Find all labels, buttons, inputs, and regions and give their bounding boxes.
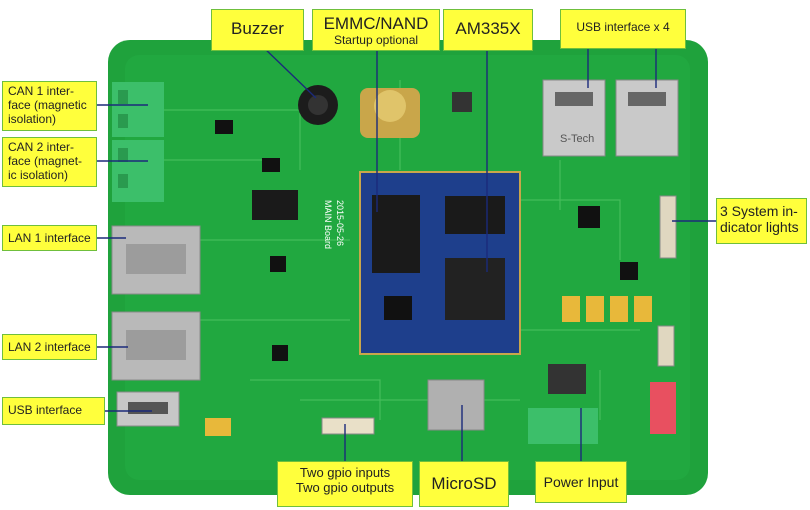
reset-button <box>452 92 472 112</box>
ic-right-1 <box>578 206 600 228</box>
usb-quad-opening-1 <box>555 92 593 106</box>
cap-3 <box>610 296 628 322</box>
microsd-slot <box>427 379 485 431</box>
ic-left-1 <box>215 120 233 134</box>
cap-1 <box>562 296 580 322</box>
am335x-label: AM335X <box>443 9 533 51</box>
microsd-label: MicroSD <box>419 461 509 507</box>
gpio-label: Two gpio inputs Two gpio outputs <box>277 461 413 507</box>
usb-label: USB interface <box>2 397 105 425</box>
emmc-title: EMMC/NAND <box>323 14 429 33</box>
usb-brand-text: S-Tech <box>560 133 594 145</box>
emmc-subtitle: Startup optional <box>333 32 419 47</box>
lan2-label: LAN 2 interface <box>2 334 97 360</box>
side-connector <box>657 325 675 367</box>
lan1-label: LAN 1 interface <box>2 225 97 251</box>
battery-coin <box>374 90 406 122</box>
cap-4 <box>634 296 652 322</box>
relay-chip <box>252 190 298 220</box>
cap-5 <box>205 418 231 436</box>
ram-chip <box>445 196 505 234</box>
can2-label: CAN 2 inter- face (magnet- ic isolation) <box>2 137 97 187</box>
emmc-chip <box>372 195 420 273</box>
can1-label: CAN 1 inter- face (magnetic isolation) <box>2 81 97 131</box>
system-indicator-label: 3 System in- dicator lights <box>716 198 807 244</box>
lan2-port-opening <box>126 330 186 360</box>
inductor <box>548 364 586 394</box>
power-terminal <box>528 408 598 444</box>
power-input-label: Power Input <box>535 461 627 503</box>
emmc-label: EMMC/NAND Startup optional <box>312 9 440 51</box>
board-date-text: 2015-05-26 <box>335 200 345 246</box>
usb-quad-port-1 <box>542 79 606 157</box>
dip-switch <box>650 382 676 434</box>
ic-left-2 <box>262 158 280 172</box>
pointer-lines <box>96 45 716 462</box>
buzzer-label: Buzzer <box>211 9 304 51</box>
usb-left-port <box>116 391 180 427</box>
usb-quad-port-2 <box>615 79 679 157</box>
small-chip <box>384 296 412 320</box>
ic-lan2 <box>272 345 288 361</box>
usb-quad-label: USB interface x 4 <box>560 9 686 49</box>
ic-lan1 <box>270 256 286 272</box>
indicator-connector <box>659 195 677 259</box>
cap-2 <box>586 296 604 322</box>
ic-right-2 <box>620 262 638 280</box>
board-name-text: MAIN Board <box>323 200 333 249</box>
usb-left-opening <box>128 402 168 414</box>
buzzer-hole <box>308 95 328 115</box>
am335x-chip <box>445 258 505 320</box>
can-terminal-slots <box>118 90 128 188</box>
gpio-connector <box>321 417 375 435</box>
lan1-port-opening <box>126 244 186 274</box>
usb-quad-opening-2 <box>628 92 666 106</box>
